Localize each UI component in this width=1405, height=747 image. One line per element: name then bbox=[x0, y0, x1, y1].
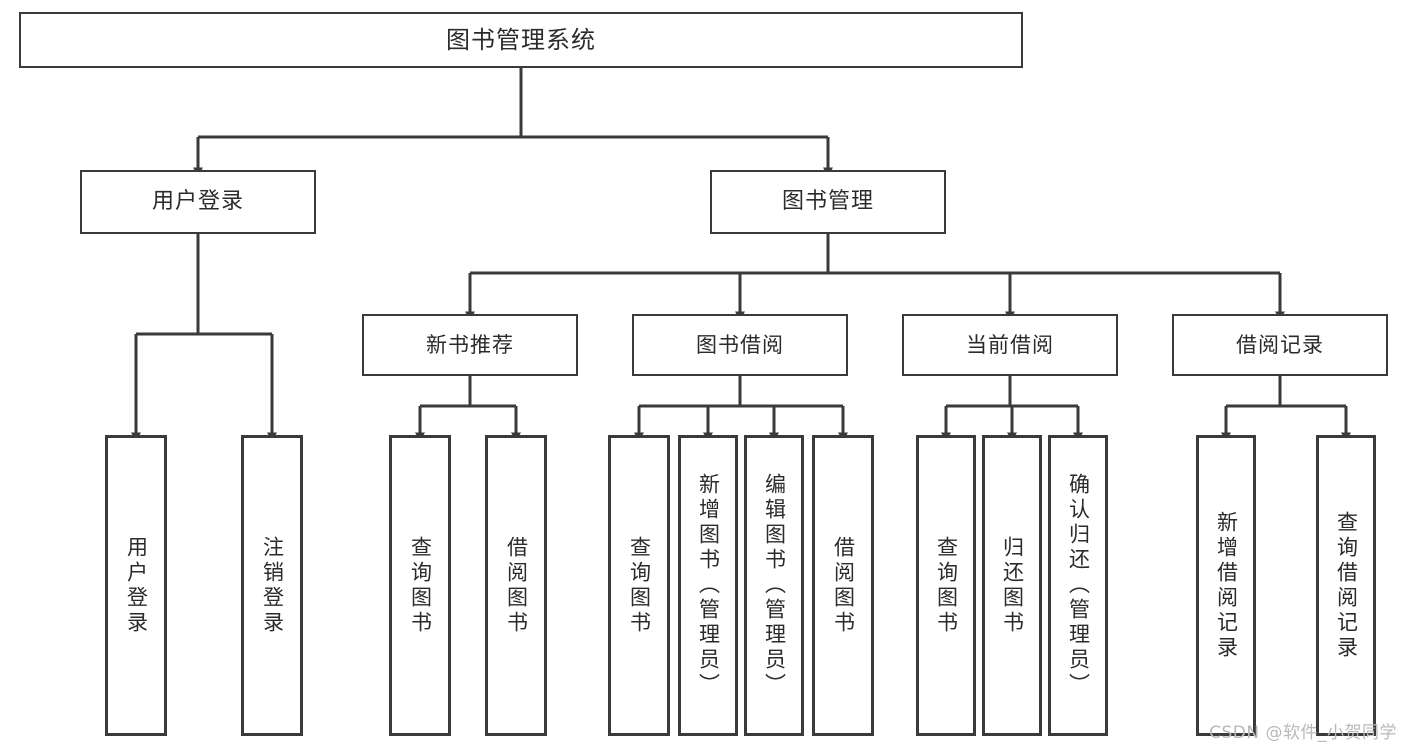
leaf-node-label: 查询图书 bbox=[627, 535, 652, 636]
leaf-node[interactable]: 确认归还（管理员） bbox=[1048, 435, 1108, 736]
leaf-node-label: 归还图书 bbox=[1000, 535, 1025, 636]
leaf-node[interactable]: 查询借阅记录 bbox=[1316, 435, 1376, 736]
leaf-node-label: 借阅图书 bbox=[504, 535, 529, 636]
leaf-node-label: 注销登录 bbox=[260, 535, 285, 636]
leaf-node[interactable]: 查询图书 bbox=[389, 435, 451, 736]
node-label: 图书管理 bbox=[781, 189, 874, 214]
leaf-node[interactable]: 查询图书 bbox=[608, 435, 670, 736]
leaf-node-label: 借阅图书 bbox=[831, 535, 856, 636]
leaf-node-label: 确认归还（管理员） bbox=[1066, 473, 1091, 698]
leaf-node-label: 新增借阅记录 bbox=[1214, 510, 1239, 661]
leaf-node[interactable]: 新增借阅记录 bbox=[1196, 435, 1256, 736]
leaf-node[interactable]: 编辑图书（管理员） bbox=[744, 435, 804, 736]
leaf-node-label: 查询图书 bbox=[408, 535, 433, 636]
node-borrowing-record[interactable]: 借阅记录 bbox=[1172, 314, 1388, 376]
leaf-node-label: 查询图书 bbox=[934, 535, 959, 636]
node-label: 用户登录 bbox=[151, 189, 244, 214]
node-user-login[interactable]: 用户登录 bbox=[80, 170, 316, 234]
leaf-node-label: 用户登录 bbox=[124, 535, 149, 636]
node-new-book-recommendation[interactable]: 新书推荐 bbox=[362, 314, 578, 376]
node-label: 当前借阅 bbox=[966, 332, 1054, 357]
node-label: 图书借阅 bbox=[696, 332, 784, 357]
node-label: 新书推荐 bbox=[426, 332, 514, 357]
leaf-node-label: 编辑图书（管理员） bbox=[762, 473, 787, 698]
watermark-text: CSDN @软件_小贺同学 bbox=[1209, 723, 1397, 743]
leaf-node[interactable]: 注销登录 bbox=[241, 435, 303, 736]
leaf-node[interactable]: 借阅图书 bbox=[812, 435, 874, 736]
node-current-borrowing[interactable]: 当前借阅 bbox=[902, 314, 1118, 376]
node-book-management[interactable]: 图书管理 bbox=[710, 170, 946, 234]
leaf-node[interactable]: 归还图书 bbox=[982, 435, 1042, 736]
leaf-node[interactable]: 查询图书 bbox=[916, 435, 976, 736]
leaf-node[interactable]: 新增图书（管理员） bbox=[678, 435, 738, 736]
leaf-node-label: 新增图书（管理员） bbox=[696, 473, 721, 698]
node-book-borrowing[interactable]: 图书借阅 bbox=[632, 314, 848, 376]
node-label: 图书管理系统 bbox=[446, 26, 596, 54]
node-label: 借阅记录 bbox=[1236, 332, 1324, 357]
node-root-book-management-system[interactable]: 图书管理系统 bbox=[19, 12, 1023, 68]
leaf-node-label: 查询借阅记录 bbox=[1334, 510, 1359, 661]
leaf-node[interactable]: 借阅图书 bbox=[485, 435, 547, 736]
leaf-node[interactable]: 用户登录 bbox=[105, 435, 167, 736]
